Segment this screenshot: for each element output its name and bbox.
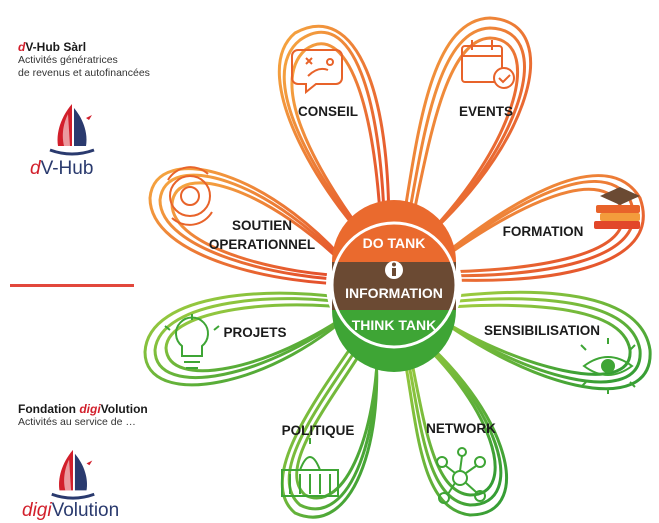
dv-hub-name-prefix: d — [18, 40, 26, 54]
strategy-icon — [291, 49, 343, 95]
events-label: EVENTS — [459, 104, 513, 119]
digivolution-tagline: Activités au service de … — [18, 416, 136, 428]
think-tank-label: THINK TANK — [352, 317, 437, 333]
digivolution-name-start: Fondation — [18, 402, 80, 416]
petal-sensibilisation — [415, 290, 652, 391]
dv-hub-logo-text: dV-Hub — [30, 158, 93, 180]
dv-hub-name-rest: V-Hub Sàrl — [25, 40, 87, 54]
dv-hub-block: dV-Hub Sàrl Activités génératrices de re… — [18, 40, 150, 80]
information-label: INFORMATION — [345, 285, 443, 301]
petal-projets — [143, 291, 366, 387]
eye-arrows-icon — [580, 338, 636, 394]
lightbulb-icon — [164, 314, 220, 369]
conseil-label: CONSEIL — [298, 104, 358, 119]
dv-hub-tagline-2: de revenus et autofinancées — [18, 67, 150, 79]
digivolution-logo-prefix: digi — [22, 500, 52, 521]
soutien-label-2: OPERATIONNEL — [209, 237, 315, 252]
parliament-building-icon — [281, 438, 339, 497]
info-icon — [385, 261, 403, 279]
books-graduation-icon — [594, 187, 640, 229]
network-label: NETWORK — [426, 421, 496, 436]
digivolution-logo-rest: Volution — [51, 500, 120, 521]
dv-hub-logo-prefix: d — [30, 158, 41, 179]
dv-hub-tagline-1: Activités génératrices — [18, 54, 118, 66]
politique-label: POLITIQUE — [282, 423, 355, 438]
sailboat-logo-icon — [49, 104, 95, 156]
divider-line — [10, 284, 134, 287]
dv-hub-logo-rest: V-Hub — [40, 158, 94, 179]
digivolution-name: Fondation digiVolution — [18, 402, 148, 416]
center-core — [326, 200, 462, 372]
digivolution-name-accent: digi — [79, 402, 101, 416]
do-tank-label: DO TANK — [363, 235, 426, 251]
projets-label: PROJETS — [223, 325, 286, 340]
formation-label: FORMATION — [503, 224, 584, 239]
petal-network — [394, 316, 508, 517]
soutien-label-1: SOUTIEN — [232, 218, 292, 233]
gear-cycle-icon — [167, 166, 213, 226]
activity-flower-diagram: DO TANK INFORMATION THINK TANK CONSEIL E… — [143, 16, 652, 519]
sailboat-logo-icon — [51, 449, 95, 500]
dv-hub-name: dV-Hub Sàrl — [18, 40, 150, 54]
digivolution-logo-text: digiVolution — [22, 500, 119, 522]
sensibilisation-label: SENSIBILISATION — [484, 323, 600, 338]
calendar-check-icon — [461, 40, 515, 89]
petal-events — [394, 16, 533, 264]
digivolution-name-end: Volution — [100, 402, 148, 416]
network-nodes-icon — [436, 447, 486, 504]
digivolution-block: Fondation digiVolution Activités au serv… — [18, 402, 148, 429]
